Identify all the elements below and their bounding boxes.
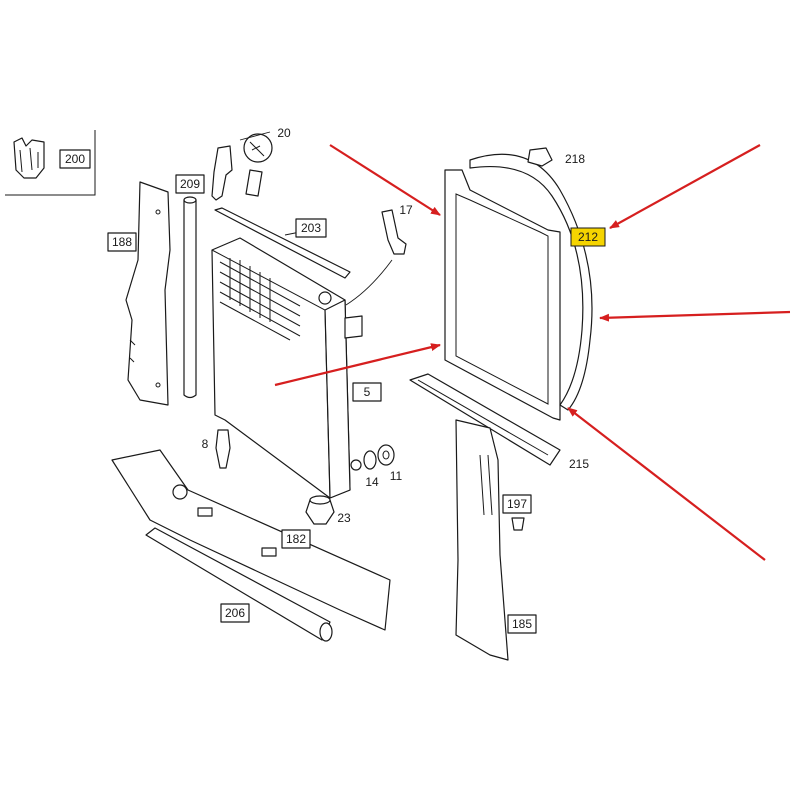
callout-23: 23 <box>337 511 351 525</box>
callout-8: 8 <box>202 437 209 451</box>
callout-203: 203 <box>301 221 321 235</box>
part-209: 209 <box>175 174 205 399</box>
inset-200: 200 <box>5 130 96 196</box>
callout-188: 188 <box>112 235 132 249</box>
part-188: 188 <box>107 181 171 406</box>
callout-209: 209 <box>180 177 200 191</box>
callout-215: 215 <box>569 457 589 471</box>
callout-17: 17 <box>399 203 413 217</box>
part-203: 203 <box>214 207 351 279</box>
clip-icon <box>13 137 45 179</box>
arrow-4 <box>599 310 791 322</box>
part-218: 218 <box>527 147 585 167</box>
annotation-arrows <box>274 144 791 561</box>
arrow-3 <box>609 144 761 229</box>
part-206: 206 <box>145 527 333 642</box>
arrow-2 <box>274 343 441 387</box>
part-182: 182 <box>111 449 391 631</box>
callout-206: 206 <box>225 606 245 620</box>
fan-shroud-212: 212 <box>444 153 606 421</box>
callout-218: 218 <box>565 152 585 166</box>
parts-14-11: 14 11 <box>363 444 403 489</box>
callout-20: 20 <box>277 126 291 140</box>
arrow-5 <box>567 407 766 561</box>
part-17: 17 <box>345 203 413 306</box>
callout-200: 200 <box>65 152 85 166</box>
callout-11: 11 <box>390 469 403 483</box>
radiator-5: 5 <box>211 237 382 499</box>
part-23: 23 <box>305 495 351 525</box>
callout-212: 212 <box>578 230 598 244</box>
part-8: 8 <box>202 429 231 469</box>
callout-212-highlight <box>570 227 606 247</box>
callout-182: 182 <box>286 532 306 546</box>
radiator-grille <box>219 258 301 341</box>
part-185: 185 <box>455 419 537 661</box>
part-215: 215 <box>409 373 589 471</box>
callout-5: 5 <box>364 385 371 399</box>
arrow-1 <box>329 144 441 216</box>
part-197: 197 <box>502 494 532 531</box>
callout-185: 185 <box>512 617 532 631</box>
callout-197: 197 <box>507 497 527 511</box>
callout-14: 14 <box>365 475 379 489</box>
part-20: 20 <box>211 126 291 201</box>
